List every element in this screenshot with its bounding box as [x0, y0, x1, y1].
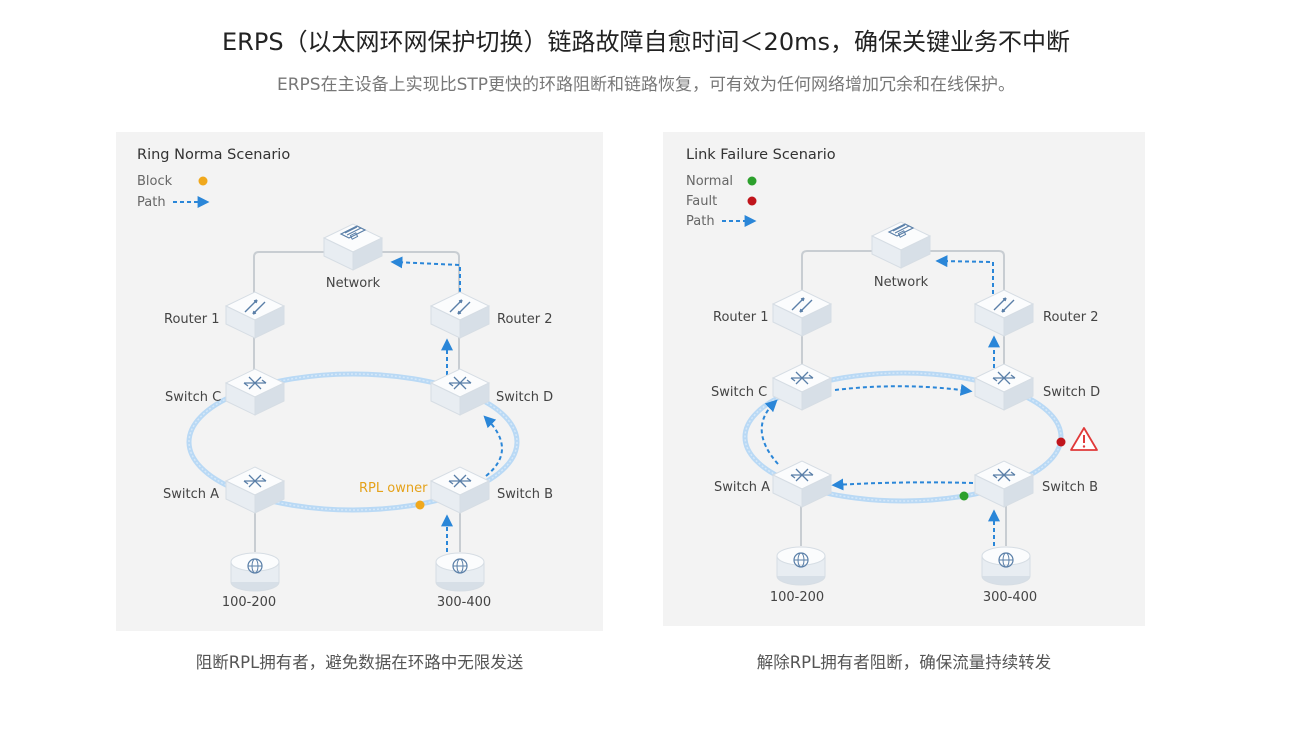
- router2-node: [974, 289, 1034, 337]
- switchd-node: [430, 368, 490, 416]
- host1-node: [776, 546, 826, 586]
- page-subtitle: ERPS在主设备上实现比STP更快的环路阻断和链路恢复，可有效为任何网络增加冗余…: [276, 75, 1016, 95]
- link-failure-panel: Link Failure Scenario Normal Fault Path …: [663, 132, 1145, 626]
- host1-label: 100-200: [222, 595, 276, 610]
- link-router2-network: [928, 250, 1005, 302]
- link-router1-network: [801, 250, 875, 302]
- router1-label: Router 1: [713, 310, 769, 325]
- ring-normal-diagram: Ring Norma Scenario Block Path Network R…: [137, 147, 553, 610]
- path-switchb-switcha: [831, 478, 974, 491]
- normal-point: [959, 491, 969, 501]
- left-caption: 阻断RPL拥有者，避免数据在环路中无限发送: [195, 653, 524, 672]
- path-switcha-switchc: [760, 399, 779, 465]
- switchd-label: Switch D: [1043, 385, 1100, 400]
- router2-label: Router 2: [1043, 310, 1099, 325]
- switchd-node: [974, 363, 1034, 411]
- link-router2-network: [381, 251, 460, 302]
- switchc-node: [772, 363, 832, 411]
- switcha-label: Switch A: [714, 480, 770, 495]
- rpl-owner-label: RPL owner: [359, 481, 428, 496]
- router1-label: Router 1: [164, 312, 220, 327]
- switchb-node: [974, 460, 1034, 508]
- legend-normal-dot: [747, 176, 757, 186]
- ring-normal-panel: Ring Norma Scenario Block Path Network R…: [116, 132, 603, 631]
- legend-block-label: Block: [137, 174, 173, 189]
- switchb-label: Switch B: [1042, 480, 1098, 495]
- path-switchc-switchd: [834, 383, 973, 396]
- ring-link-inner: [188, 373, 518, 511]
- legend-fault-dot: [747, 196, 757, 206]
- network-label: Network: [326, 276, 381, 291]
- network-node: [871, 221, 931, 269]
- switchc-node: [225, 368, 285, 416]
- host2-label: 300-400: [983, 590, 1037, 605]
- warning-icon: [1070, 427, 1098, 451]
- legend-fault-label: Fault: [686, 194, 717, 209]
- router2-node: [430, 291, 490, 339]
- ring-link-inner: [744, 372, 1062, 502]
- right-caption: 解除RPL拥有者阻断，确保流量持续转发: [756, 653, 1052, 672]
- switchc-label: Switch C: [711, 385, 767, 400]
- panel-title: Link Failure Scenario: [686, 147, 836, 163]
- host1-label: 100-200: [770, 590, 824, 605]
- legend-path-label: Path: [686, 214, 715, 229]
- block-point: [415, 500, 425, 510]
- path-router2-network: [390, 256, 461, 320]
- host2-node: [981, 546, 1031, 586]
- switchd-label: Switch D: [496, 390, 553, 405]
- network-label: Network: [874, 275, 929, 290]
- switcha-node: [225, 466, 285, 514]
- fault-point: [1056, 437, 1066, 447]
- panel-title: Ring Norma Scenario: [137, 147, 290, 163]
- switchb-label: Switch B: [497, 487, 553, 502]
- host1-node: [230, 552, 280, 592]
- switcha-label: Switch A: [163, 487, 219, 502]
- host2-label: 300-400: [437, 595, 491, 610]
- link-router1-network: [253, 251, 326, 302]
- switchc-label: Switch C: [165, 390, 221, 405]
- page-title: ERPS（以太网环网保护切换）链路故障自愈时间＜20ms，确保关键业务不中断: [222, 28, 1070, 56]
- network-node: [323, 223, 383, 271]
- router1-node: [225, 291, 285, 339]
- path-switchb-switchd: [483, 415, 503, 477]
- legend-normal-label: Normal: [686, 174, 733, 189]
- switcha-node: [772, 460, 832, 508]
- router1-node: [772, 289, 832, 337]
- host2-node: [435, 552, 485, 592]
- link-failure-diagram: Link Failure Scenario Normal Fault Path …: [686, 147, 1100, 605]
- legend-path-label: Path: [137, 195, 166, 210]
- router2-label: Router 2: [497, 312, 553, 327]
- legend-block-dot: [198, 176, 208, 186]
- switchb-node: [430, 466, 490, 514]
